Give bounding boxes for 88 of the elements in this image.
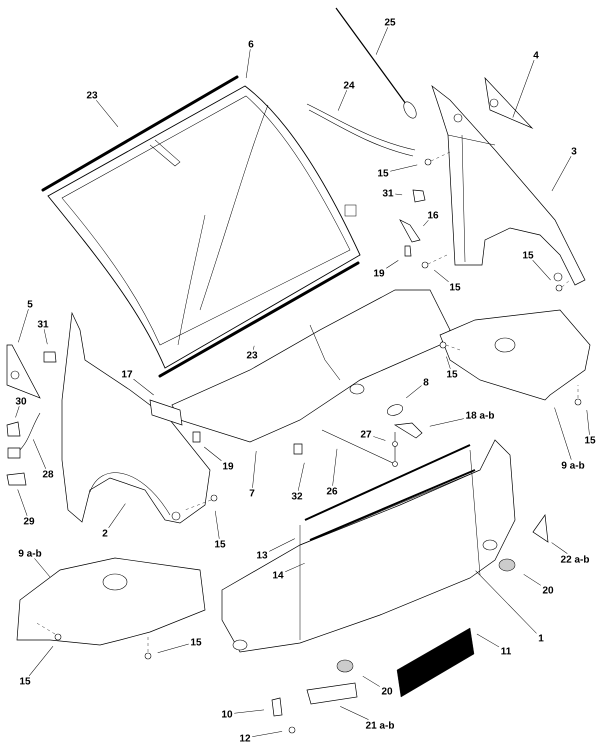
leader-line (586, 410, 590, 436)
callout-number: 32 (292, 492, 302, 500)
callout-number: 2 (102, 530, 108, 536)
callout-number: 31 (38, 320, 48, 328)
leader-line (18, 308, 29, 343)
callout-number: 28 (42, 470, 54, 478)
leader-line (298, 462, 305, 491)
leader-line (157, 644, 189, 654)
callout-number: 21 a-b (366, 721, 394, 729)
callout-number: 14 (273, 572, 284, 578)
callout-number: 27 (360, 430, 372, 438)
callout-number: 13 (257, 551, 268, 559)
leader-line (96, 100, 118, 128)
leader-line (434, 270, 449, 282)
callout-number: 23 (86, 91, 98, 99)
callout-number: 9 a-b (18, 549, 42, 557)
leader-line (406, 385, 422, 398)
leader-line (34, 558, 50, 578)
leader-line (269, 538, 296, 552)
callout-number: 7 (250, 490, 254, 496)
callout-number: 4 (533, 52, 539, 58)
callout-number: 23 (246, 351, 258, 359)
callout-number: 5 (28, 300, 32, 308)
leader-line (532, 260, 551, 280)
leader-line (285, 562, 305, 572)
leader-line (373, 436, 386, 441)
callout-number: 16 (428, 211, 438, 219)
leader-line (214, 510, 220, 540)
callout-number: 1 (538, 634, 544, 642)
callout-number: 24 (344, 82, 354, 88)
leader-line (423, 220, 429, 226)
callout-number: 18 a-b (466, 411, 494, 419)
callout-number: 15 (20, 678, 30, 684)
leader-line (253, 346, 254, 350)
callout-number: 22 a-b (560, 555, 590, 563)
callout-number: 15 (447, 370, 458, 378)
leader-line (252, 450, 256, 488)
callout-number: 29 (24, 517, 34, 525)
callout-number: 3 (571, 147, 576, 155)
leader-line (234, 710, 264, 714)
callout-number: 25 (384, 18, 396, 26)
callout-number: 17 (122, 370, 132, 378)
leader-line (552, 156, 572, 192)
leader-line (386, 260, 399, 268)
callout-number: 20 (542, 586, 554, 594)
leader-line (523, 574, 541, 586)
leader-line (44, 329, 48, 344)
leader-line (332, 448, 338, 486)
leader-line (476, 634, 500, 648)
leader-line (390, 164, 418, 172)
callout-number: 15 (523, 252, 534, 258)
callout-number: 30 (16, 397, 26, 405)
leader-line (204, 446, 222, 461)
callout-number: 15 (378, 170, 388, 176)
leader-line (108, 503, 126, 528)
callout-number: 15 (191, 638, 202, 646)
leader-line (446, 356, 451, 370)
callout-number: 11 (501, 648, 512, 654)
leader-line (512, 60, 534, 118)
leader-line (133, 378, 154, 396)
leader-line (475, 570, 537, 634)
callout-number: 31 (382, 189, 394, 197)
leader-line (252, 731, 282, 737)
leader-line (395, 194, 402, 196)
leader-line (28, 646, 54, 676)
leader-line (17, 489, 28, 516)
leader-line (362, 676, 380, 687)
leader-line (376, 26, 388, 55)
callout-number: 15 (450, 284, 460, 290)
callout-number: 15 (585, 436, 596, 444)
callout-number: 26 (326, 487, 338, 495)
callout-number: 19 (374, 269, 384, 277)
callout-number: 19 (223, 462, 234, 470)
leader-line (15, 406, 20, 418)
leader-line (338, 90, 348, 111)
callout-number: 12 (240, 734, 250, 742)
leader-line (32, 439, 46, 469)
leader-line (340, 706, 369, 720)
callout-number: 9 a-b (562, 461, 584, 469)
leader-line (551, 542, 568, 554)
leader-line (246, 48, 250, 78)
leader-line (430, 418, 464, 427)
callout-number: 8 (424, 378, 428, 386)
leader-line (554, 407, 572, 460)
callout-number: 6 (248, 40, 254, 48)
callout-number: 20 (382, 687, 392, 695)
callout-number: 10 (222, 710, 232, 718)
callout-number: 15 (215, 540, 226, 548)
